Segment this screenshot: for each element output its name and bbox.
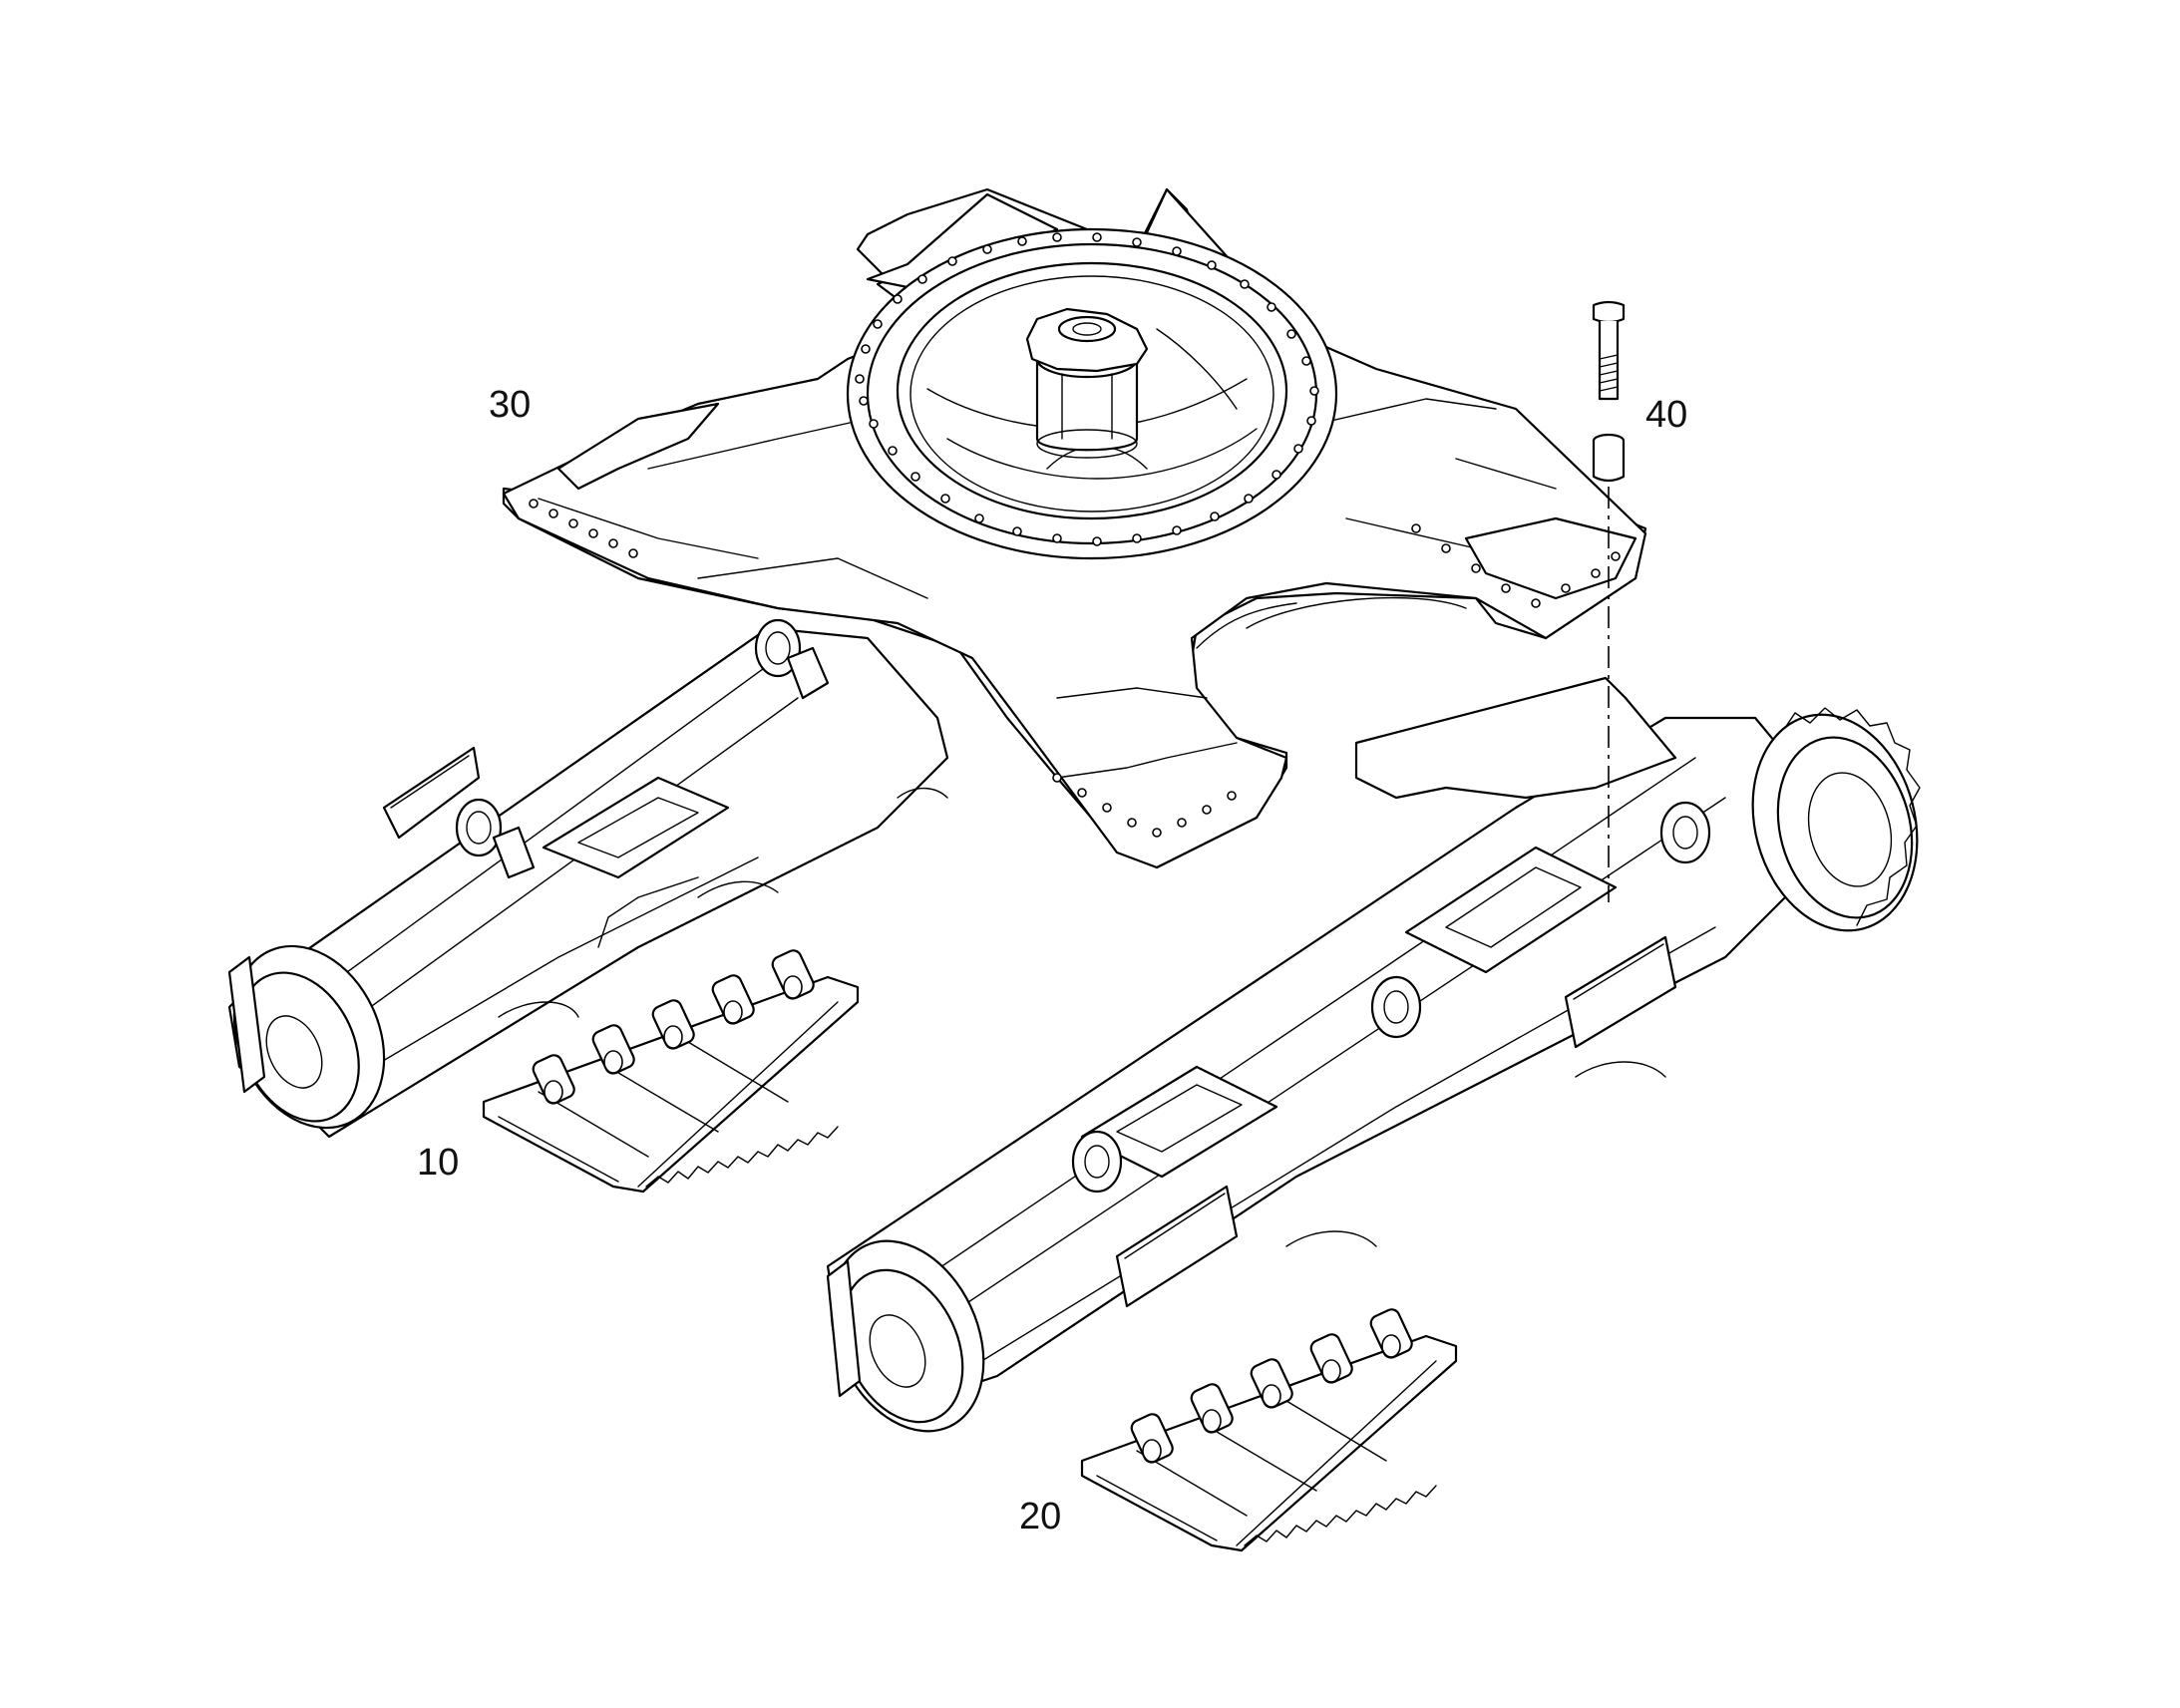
right-track-frame: [826, 676, 1921, 1433]
callout-40: 40: [1645, 394, 1687, 436]
ring-bolt-holes: [855, 232, 1319, 546]
callout-10: 10: [417, 1142, 459, 1184]
frame-bolt-holes: [529, 499, 1621, 838]
callout-20: 20: [1019, 1496, 1061, 1537]
track-chain-left: [482, 949, 860, 1194]
car-body-frame: [502, 187, 1647, 869]
callout-30: 30: [489, 384, 531, 426]
track-chain-right: [1080, 1308, 1458, 1552]
left-track-frame: [227, 618, 949, 1139]
bolt-and-spacer: [1592, 300, 1626, 902]
